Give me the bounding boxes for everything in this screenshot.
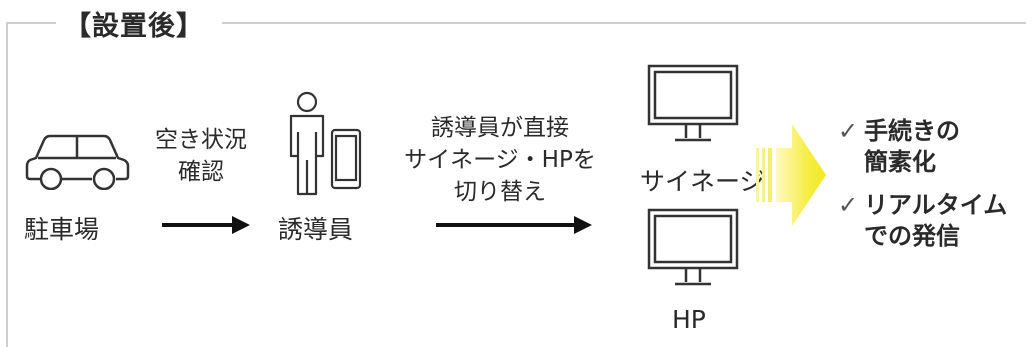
check-icon: ✓ [838,191,859,219]
edge-check-status-line1: 空き状況 [155,127,247,153]
result-item-2: ✓リアルタイム での発信 [838,190,1007,252]
result-item-1-text2: 簡素化 [864,148,936,176]
result-item-1: ✓手続きの 簡素化 [838,116,960,178]
node-parking: 駐車場 [24,215,100,244]
frame-top-right [222,22,1026,24]
result-item-1-text1: 手続きの [864,117,960,145]
check-icon: ✓ [838,117,859,145]
car-icon [25,134,130,190]
frame-top-left [6,22,56,24]
result-item-2-text1: リアルタイム [864,191,1008,219]
node-guard: 誘導員 [278,215,354,244]
edge-switch-line2: サイネージ・HPを [404,147,596,173]
edge-switch-label: 誘導員が直接 サイネージ・HPを 切り替え [400,112,600,208]
result-item-2-line1: ✓リアルタイム [838,190,1007,221]
edge-check-status-line2: 確認 [178,159,224,185]
monitor-icon [647,208,739,286]
node-hp: HP [672,305,706,334]
big-yellow-arrow-icon [756,124,826,226]
frame-title: 【設置後】 [60,4,208,43]
result-item-1-line1: ✓手続きの [838,116,960,147]
result-item-2-text2: での発信 [864,222,960,250]
arrow-right-icon [436,216,592,234]
frame-left [6,22,8,347]
person-icon [289,91,325,196]
edge-switch-line1: 誘導員が直接 [431,115,569,141]
tablet-icon [330,128,362,190]
edge-check-status-label: 空き状況 確認 [140,124,262,188]
arrow-right-icon [162,216,250,234]
node-signage: サイネージ [640,167,765,196]
monitor-icon [647,64,739,142]
edge-switch-line3: 切り替え [454,179,546,205]
